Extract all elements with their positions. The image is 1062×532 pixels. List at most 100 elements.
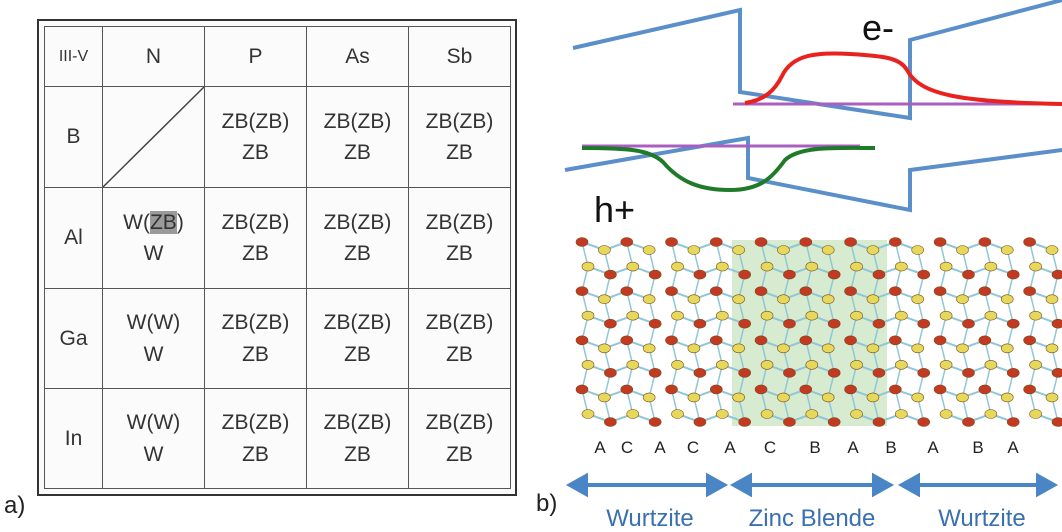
lattice-atom: [738, 417, 751, 427]
lattice-atom: [962, 269, 975, 280]
lattice-atom: [911, 245, 925, 255]
lattice-atom: [575, 335, 589, 346]
hole-wavefunction: [581, 145, 876, 193]
lattice-atom: [872, 417, 886, 427]
lattice-atom: [598, 392, 611, 403]
lattice-atom: [889, 335, 902, 346]
lattice-atom: [687, 294, 701, 304]
lattice-atom: [805, 261, 819, 272]
lattice-atom: [687, 245, 701, 255]
lattice-atom: [866, 245, 880, 255]
lattice-atom: [648, 269, 662, 280]
lattice-atom: [1029, 409, 1042, 419]
stacking-letter: B: [972, 438, 983, 457]
lattice-atom: [805, 360, 819, 370]
lattice-atom: [956, 294, 969, 304]
lattice-atom: [620, 237, 634, 247]
lattice-atom: [783, 269, 796, 280]
lattice-atom: [693, 269, 707, 280]
lattice-atom: [844, 286, 857, 296]
lattice-atom: [962, 368, 975, 378]
lattice-atom: [821, 294, 835, 304]
lattice-atom: [626, 360, 640, 370]
electron-label: e-: [862, 7, 894, 48]
column-header-as: As: [306, 26, 409, 87]
empty-cell-bn: [102, 86, 205, 188]
lattice-atom: [581, 409, 595, 419]
lattice-atom: [1051, 318, 1062, 329]
lattice-atom: [917, 368, 931, 378]
lattice-atom: [889, 384, 902, 395]
lattice-atom: [917, 318, 931, 329]
lattice-atom: [642, 245, 656, 255]
valence-band-edge: [564, 135, 1062, 213]
lattice-atom: [581, 261, 595, 272]
lattice-atom: [1006, 269, 1020, 280]
row-header-al: Al: [44, 187, 103, 289]
lattice-atom: [777, 392, 790, 403]
lattice-atom: [783, 368, 796, 378]
lattice-atom: [1045, 392, 1059, 403]
lattice-atom: [1045, 343, 1059, 354]
lattice-atom: [642, 392, 656, 403]
lattice-atom: [1023, 286, 1036, 296]
lattice-atom: [978, 286, 992, 296]
lattice-atom: [687, 392, 701, 403]
table-row-in: In W(W)W ZB(ZB)ZB ZB(ZB)ZB ZB(ZB)ZB: [44, 388, 511, 489]
row-header-in: In: [44, 388, 103, 489]
column-header-sb: Sb: [408, 26, 511, 87]
lattice-atom: [665, 335, 678, 346]
lattice-atom: [939, 261, 953, 272]
lattice-atom: [760, 360, 774, 370]
lattice-atom: [895, 310, 908, 321]
lattice-atom: [620, 286, 634, 296]
lattice-atom: [866, 343, 880, 354]
lattice-atom: [805, 310, 819, 321]
lattice-atom: [626, 261, 640, 272]
lattice-atom: [754, 335, 768, 346]
stacking-letter: C: [621, 438, 633, 457]
stacking-letter: C: [687, 438, 699, 457]
lattice-atom: [648, 417, 662, 427]
lattice-atom: [598, 245, 611, 255]
lattice-atom: [939, 310, 953, 321]
lattice-atom: [783, 417, 796, 427]
table-cell: ZB(ZB)ZB: [204, 86, 307, 188]
table-cell: ZB(ZB)ZB: [408, 388, 511, 489]
lattice-atom: [978, 237, 992, 247]
table-cell: W(W)W: [102, 288, 205, 389]
lattice-atom: [754, 237, 768, 247]
table-cell: ZB(ZB)ZB: [306, 288, 409, 389]
lattice-atom: [671, 360, 684, 370]
lattice-atom: [1051, 417, 1062, 427]
column-header-p: P: [204, 26, 307, 87]
lattice-atom: [799, 384, 813, 395]
table-cell: ZB(ZB)ZB: [306, 388, 409, 489]
lattice-atom: [738, 368, 751, 378]
lattice-atom: [821, 392, 835, 403]
column-header-n: N: [102, 26, 205, 87]
lattice-atom: [1000, 392, 1014, 403]
lattice-atom: [575, 384, 589, 395]
stacking-letter: A: [654, 438, 666, 457]
lattice-atom: [671, 310, 684, 321]
table-cell: W(W)W: [102, 388, 205, 489]
lattice-atom: [620, 335, 634, 346]
lattice-atom: [777, 245, 790, 255]
lattice-atom: [626, 310, 640, 321]
lattice-atom: [799, 237, 813, 247]
lattice-atom: [732, 392, 745, 403]
lattice-atom: [939, 409, 953, 419]
lattice-atom: [978, 384, 992, 395]
lattice-atom: [575, 286, 589, 296]
lattice-atom: [626, 409, 640, 419]
lattice-atom: [850, 409, 863, 419]
lattice-atom: [895, 409, 908, 419]
lattice-atom: [1006, 318, 1020, 329]
lattice-atom: [872, 368, 886, 378]
table-corner-label: III-V: [44, 26, 103, 87]
lattice-atom: [1029, 261, 1042, 272]
lattice-atom: [917, 269, 931, 280]
lattice-atom: [715, 360, 729, 370]
